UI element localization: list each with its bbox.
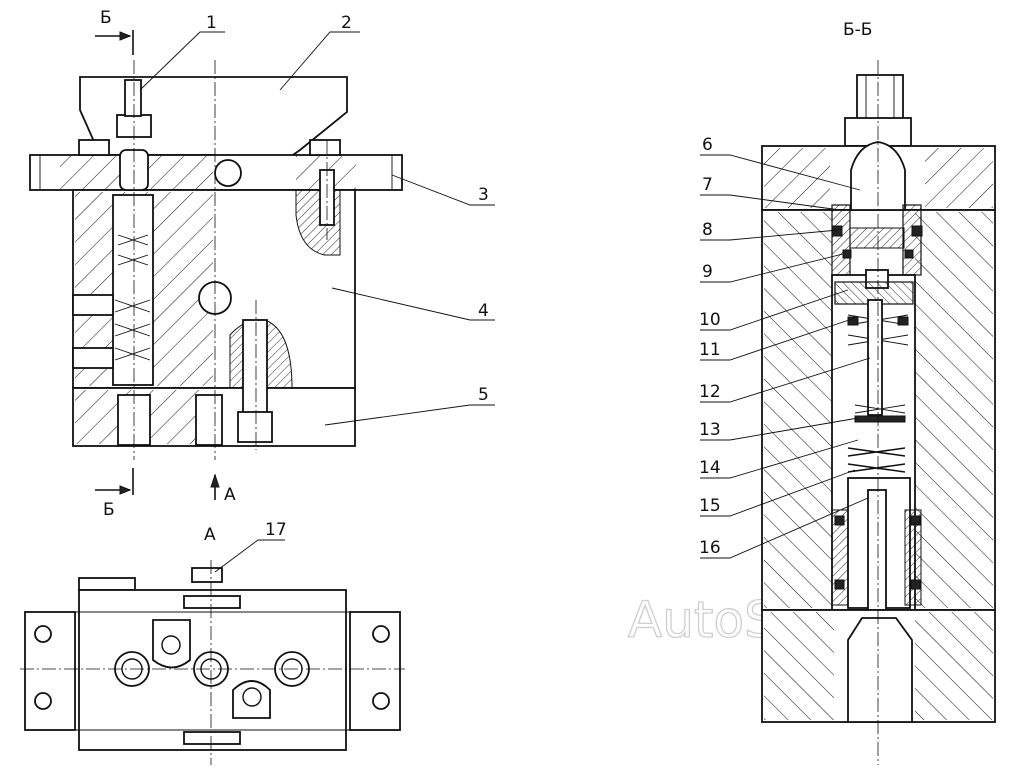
central-bore xyxy=(112,194,154,386)
bolt-head-right xyxy=(309,139,341,156)
sleeve-left xyxy=(831,204,851,276)
bolt-head-lower xyxy=(237,411,273,443)
rod-16 xyxy=(867,489,887,611)
spring-13 xyxy=(854,404,906,414)
callout-1: 1 xyxy=(206,13,217,33)
callout-2: 2 xyxy=(341,13,352,33)
callout-7: 7 xyxy=(702,175,713,195)
cut-mark-top: Б xyxy=(100,8,112,28)
view-arrow-head xyxy=(210,473,220,488)
callouts-front: 1 2 3 4 5 xyxy=(139,13,495,426)
bolt-lower xyxy=(242,319,268,416)
section-title: Б-Б xyxy=(843,20,872,40)
callout-17: 17 xyxy=(265,520,287,540)
callout-11: 11 xyxy=(699,340,721,360)
callout-5: 5 xyxy=(478,385,489,405)
callout-8: 8 xyxy=(702,220,713,240)
callout-4: 4 xyxy=(478,301,489,321)
clamp-top xyxy=(183,595,241,609)
port-lower xyxy=(72,347,114,369)
stem-section xyxy=(856,74,904,121)
callout-6: 6 xyxy=(702,135,713,155)
spring-upper xyxy=(117,234,149,266)
view-a: А 17 xyxy=(20,520,405,765)
callout-14: 14 xyxy=(699,458,721,478)
callouts-section: 6 7 8 9 10 11 12 13 14 15 16 xyxy=(699,135,871,559)
cover-plate-upper xyxy=(152,619,191,669)
view-a-title: А xyxy=(204,525,216,545)
cut-mark-bottom: Б xyxy=(103,500,115,520)
stem-top xyxy=(124,79,142,117)
callout-15: 15 xyxy=(699,496,721,516)
cover-plate-lower xyxy=(232,680,271,719)
section-bb: Б-Б xyxy=(761,20,996,765)
view-a-tab xyxy=(78,577,136,591)
rod-12 xyxy=(867,299,883,416)
fitting-bottom-mid xyxy=(195,394,223,446)
mount-hole-4 xyxy=(372,692,390,710)
pin-top xyxy=(214,159,242,187)
callout-16: 16 xyxy=(699,538,721,558)
screw-17 xyxy=(191,567,223,583)
mount-hole-2 xyxy=(34,692,52,710)
callout-13: 13 xyxy=(699,420,721,440)
spring-14 xyxy=(847,447,906,473)
clamp-bottom xyxy=(183,731,241,745)
callout-10: 10 xyxy=(699,310,721,330)
sleeve-right xyxy=(902,204,922,276)
fitting-section xyxy=(847,617,913,723)
bolt-head-left xyxy=(78,139,110,156)
port-upper xyxy=(72,294,114,316)
callout-9: 9 xyxy=(702,262,713,282)
view-arrow-label: А xyxy=(224,485,236,505)
spring-lower xyxy=(114,299,151,361)
front-view: Б Б А xyxy=(29,8,403,520)
mount-hole-3 xyxy=(372,625,390,643)
mount-hole-1 xyxy=(34,625,52,643)
callout-3: 3 xyxy=(478,185,489,205)
callout-12: 12 xyxy=(699,382,721,402)
